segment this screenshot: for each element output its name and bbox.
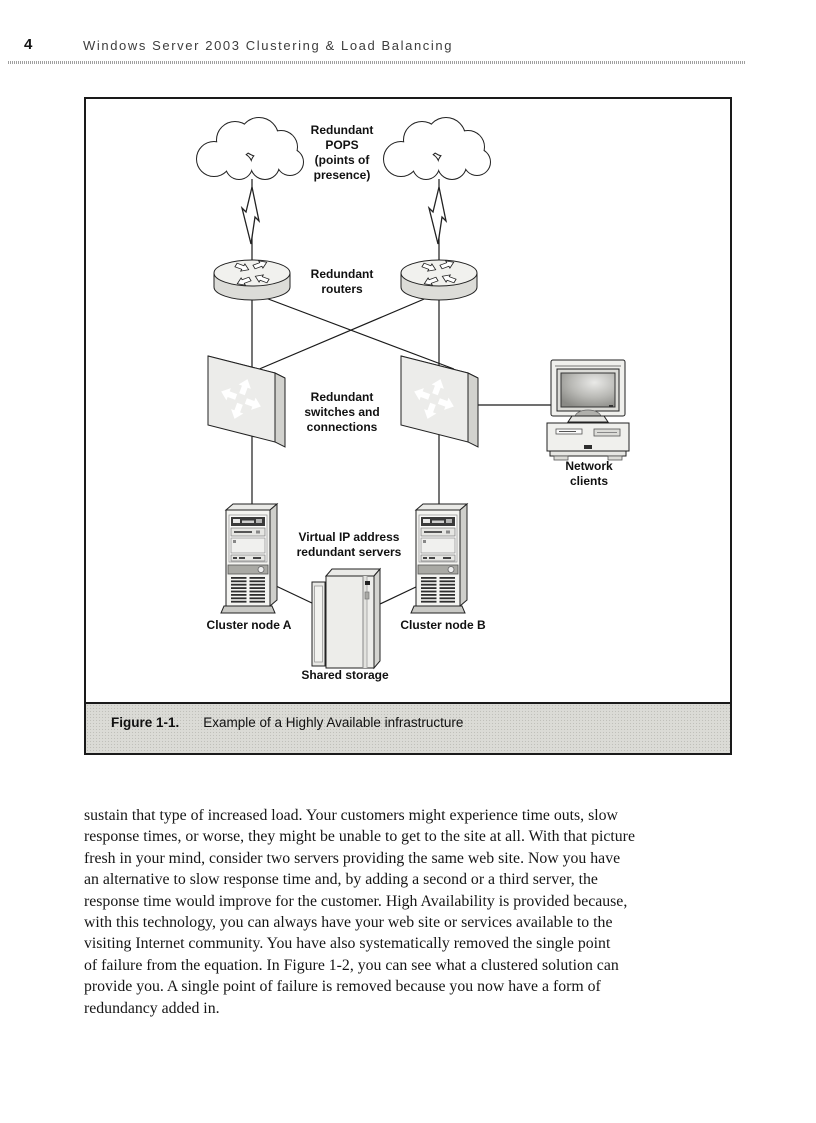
label-network-clients: clients (570, 474, 608, 488)
server-icon (410, 503, 468, 614)
lightning-icon (241, 186, 260, 245)
lightning-icon (428, 186, 447, 245)
body-line: fresh in your mind, consider two servers… (84, 849, 621, 867)
label-pops: presence) (314, 168, 371, 182)
running-header-title: Windows Server 2003 Clustering & Load Ba… (83, 38, 454, 53)
body-paragraph: sustain that type of increased load. You… (84, 805, 744, 1019)
figure-box: Redundant POPS (points of presence) Redu… (84, 97, 732, 755)
label-cluster-node-a: Cluster node A (207, 618, 292, 632)
cloud-icon (196, 117, 304, 180)
desktop-pc-icon (546, 359, 630, 461)
cloud-icon (383, 117, 491, 180)
switch-icon (401, 356, 478, 447)
label-switches: Redundant (311, 390, 374, 404)
label-cluster-node-b: Cluster node B (400, 618, 486, 632)
label-switches: switches and (304, 405, 379, 419)
label-pops: Redundant (311, 123, 374, 137)
label-routers: routers (321, 282, 363, 296)
body-line: provide you. A single point of failure i… (84, 978, 601, 996)
switch-icon (208, 356, 285, 447)
page-number: 4 (24, 36, 33, 53)
body-line: an alternative to slow response time and… (84, 871, 598, 889)
figure-caption-label: Figure 1-1. (111, 715, 180, 730)
body-line: of failure from the equation. In Figure … (84, 956, 619, 974)
label-switches: connections (307, 420, 378, 434)
label-shared-storage: Shared storage (301, 668, 389, 682)
label-network-clients: Network (565, 459, 613, 473)
label-routers: Redundant (311, 267, 374, 281)
body-line: redundancy added in. (84, 999, 220, 1017)
body-line: visiting Internet community. You have al… (84, 935, 611, 953)
body-line: sustain that type of increased load. You… (84, 807, 618, 824)
figure-diagram: Redundant POPS (points of presence) Redu… (196, 117, 630, 682)
body-line: response time would improve for the cust… (84, 892, 628, 910)
label-virtual-ip: redundant servers (297, 545, 402, 559)
header-rule (8, 61, 746, 64)
figure-caption-text: Example of a Highly Available infrastruc… (203, 715, 464, 730)
label-pops: POPS (325, 138, 358, 152)
body-line: response times, or worse, they might be … (84, 828, 635, 846)
router-icon (214, 259, 290, 300)
storage-icon (311, 568, 381, 669)
label-virtual-ip: Virtual IP address (299, 530, 400, 544)
server-icon (220, 503, 278, 614)
router-icon (401, 259, 477, 300)
label-pops: (points of (315, 153, 371, 167)
body-line: with this technology, you can always hav… (84, 914, 613, 932)
figure-caption-bar: Figure 1-1. Example of a Highly Availabl… (86, 702, 730, 753)
